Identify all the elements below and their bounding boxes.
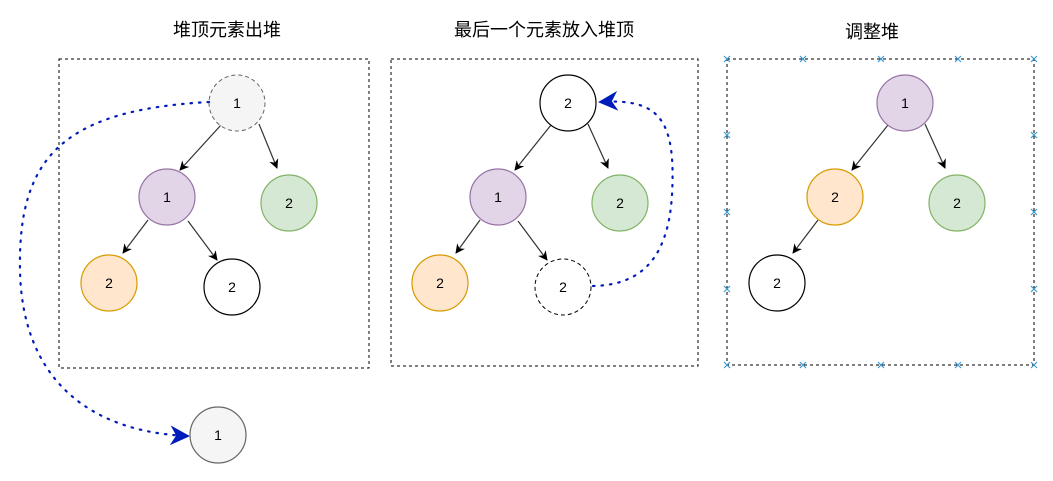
- tree-edge: [792, 219, 819, 254]
- panel-title-pop-top: 堆顶元素出堆: [173, 20, 281, 41]
- tree-edges: [455, 123, 609, 261]
- heap-node-left: 1: [469, 168, 527, 226]
- node-label: 2: [616, 195, 624, 211]
- node-label: 2: [953, 195, 961, 211]
- heap-node-root: 2: [539, 74, 597, 132]
- heap-node-right: 2: [591, 174, 649, 232]
- panel-title-last-to-top: 最后一个元素放入堆顶: [454, 20, 634, 41]
- tree-edge: [187, 220, 218, 261]
- node-label: 2: [773, 275, 781, 291]
- panel-frame: [390, 58, 699, 367]
- heap-node-left: 1: [138, 168, 196, 226]
- tree-edge: [122, 219, 149, 254]
- heap-node-left-left: 2: [80, 254, 138, 312]
- panel-title-heapify: 调整堆: [845, 22, 899, 43]
- tree-edges: [792, 123, 946, 254]
- node-label: 2: [436, 275, 444, 291]
- panel-pop-top: 堆顶元素出堆 1 1 2 2 2: [58, 20, 370, 369]
- node-label: 2: [564, 95, 572, 111]
- popped-node: 1: [189, 406, 247, 464]
- node-label: 2: [285, 195, 293, 211]
- tree-edge: [587, 123, 609, 169]
- heap-node-root: 1: [876, 74, 934, 132]
- tree-edge: [514, 124, 552, 171]
- node-label: 1: [494, 189, 502, 205]
- panel-last-to-top: 最后一个元素放入堆顶 2 1 2 2 2: [390, 20, 699, 367]
- tree-edge: [258, 123, 279, 169]
- panel-heapify: 调整堆 1: [723, 22, 1038, 369]
- node-label: 2: [105, 275, 113, 291]
- tree-edges: [122, 123, 279, 261]
- tree-edge: [924, 123, 946, 169]
- heap-node-left-right: 2: [203, 258, 261, 316]
- panel-frame: [58, 58, 370, 369]
- move-dotted-arrow: [591, 90, 674, 288]
- pop-dotted-arrow: [18, 100, 211, 446]
- heap-node-right: 2: [260, 174, 318, 232]
- heap-node-left-left: 2: [411, 254, 469, 312]
- tree-edge: [851, 124, 889, 171]
- tree-edge: [455, 219, 481, 254]
- heap-node-root-removed: 1: [208, 74, 266, 132]
- tree-edge: [179, 124, 222, 171]
- node-label: 1: [233, 95, 241, 111]
- node-label: 2: [228, 279, 236, 295]
- tree-edge: [517, 220, 548, 261]
- node-label: 1: [214, 427, 222, 443]
- node-label: 2: [831, 189, 839, 205]
- node-label: 1: [901, 95, 909, 111]
- heap-node-right: 2: [928, 174, 986, 232]
- heap-node-left-left: 2: [748, 254, 806, 312]
- heap-node-last-moved: 2: [534, 258, 592, 316]
- selection-handles[interactable]: [723, 55, 1038, 369]
- heap-node-left: 2: [806, 168, 864, 226]
- node-label: 2: [559, 279, 567, 295]
- node-label: 1: [163, 189, 171, 205]
